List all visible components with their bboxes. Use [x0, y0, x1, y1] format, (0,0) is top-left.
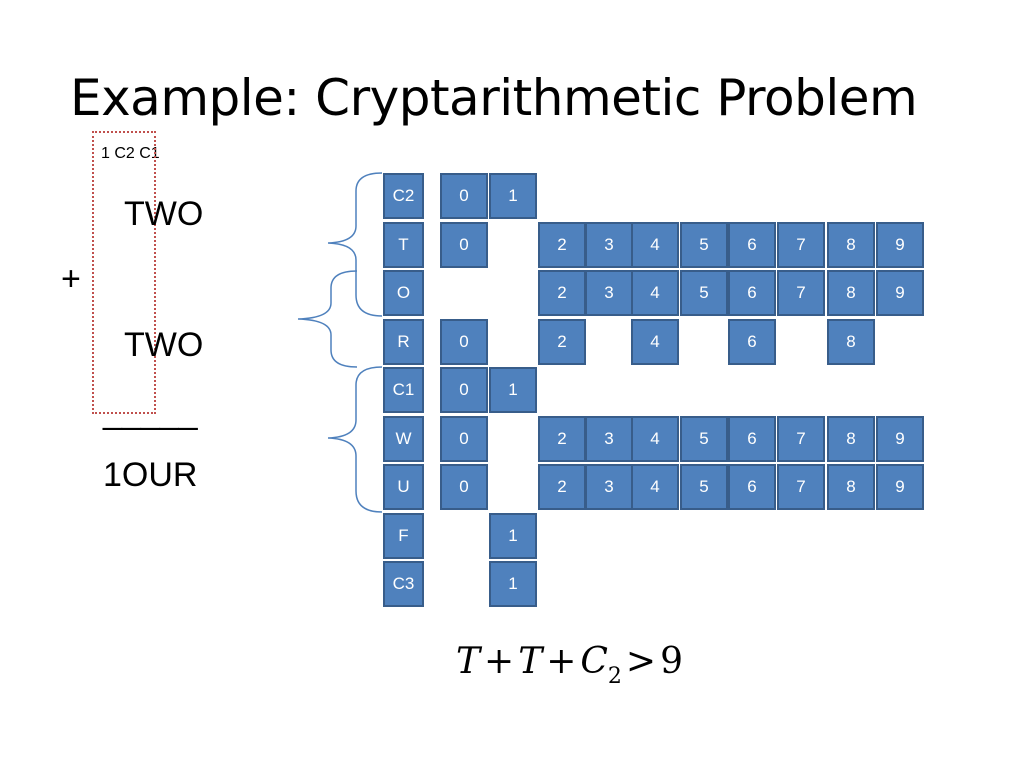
domain-cell-w-8: 8: [827, 416, 875, 462]
domain-cell-o-7: 7: [777, 270, 825, 316]
eq-plus-2: +: [546, 641, 577, 682]
domain-cell-w-3: 3: [585, 416, 633, 462]
domain-cell-o-2: 2: [538, 270, 586, 316]
domain-cell-w-9: 9: [876, 416, 924, 462]
eq-term-t2: T: [518, 641, 543, 682]
variable-cell-w: W: [383, 416, 424, 462]
domain-cell-w-4: 4: [631, 416, 679, 462]
highlight-box: [92, 131, 156, 414]
domain-cell-u-7: 7: [777, 464, 825, 510]
eq-term-t1: T: [456, 641, 481, 682]
domain-cell-u-9: 9: [876, 464, 924, 510]
domain-cell-u-5: 5: [680, 464, 728, 510]
variable-cell-c1: C1: [383, 367, 424, 413]
eq-greater-than: >: [625, 641, 657, 682]
brace-c1-u: [327, 366, 383, 513]
domain-cell-u-2: 2: [538, 464, 586, 510]
variable-cell-r: R: [383, 319, 424, 365]
slide-title: Example: Cryptarithmetic Problem: [70, 69, 918, 127]
domain-cell-c1-1: 1: [489, 367, 537, 413]
domain-cell-o-3: 3: [585, 270, 633, 316]
domain-cell-t-6: 6: [728, 222, 776, 268]
domain-cell-o-8: 8: [827, 270, 875, 316]
variable-cell-u: U: [383, 464, 424, 510]
variable-cell-t: T: [383, 222, 424, 268]
domain-cell-o-6: 6: [728, 270, 776, 316]
domain-cell-f-1: 1: [489, 513, 537, 559]
domain-cell-t-2: 2: [538, 222, 586, 268]
domain-cell-r-0: 0: [440, 319, 488, 365]
domain-cell-c3-1: 1: [489, 561, 537, 607]
domain-cell-w-2: 2: [538, 416, 586, 462]
domain-cell-r-4: 4: [631, 319, 679, 365]
eq-subscript: 2: [607, 664, 622, 689]
eq-nine: 9: [660, 641, 683, 682]
domain-cell-w-5: 5: [680, 416, 728, 462]
domain-cell-t-9: 9: [876, 222, 924, 268]
domain-cell-t-8: 8: [827, 222, 875, 268]
domain-cell-u-8: 8: [827, 464, 875, 510]
carry-row: 1 C2 C1: [101, 145, 160, 162]
brace-c2-t: [327, 172, 383, 317]
eq-plus-1: +: [484, 641, 515, 682]
domain-cell-t-0: 0: [440, 222, 488, 268]
sum-rule: _____: [103, 393, 198, 431]
domain-cell-o-9: 9: [876, 270, 924, 316]
domain-cell-o-5: 5: [680, 270, 728, 316]
brace-t-o-r: [297, 270, 358, 368]
domain-cell-r-2: 2: [538, 319, 586, 365]
domain-cell-t-4: 4: [631, 222, 679, 268]
variable-cell-o: O: [383, 270, 424, 316]
domain-cell-w-7: 7: [777, 416, 825, 462]
variable-cell-c3: C3: [383, 561, 424, 607]
domain-cell-t-3: 3: [585, 222, 633, 268]
domain-cell-t-5: 5: [680, 222, 728, 268]
domain-cell-o-4: 4: [631, 270, 679, 316]
domain-cell-r-6: 6: [728, 319, 776, 365]
variable-cell-c2: C2: [383, 173, 424, 219]
eq-term-c: C: [580, 641, 608, 682]
domain-cell-c2-1: 1: [489, 173, 537, 219]
domain-cell-c2-0: 0: [440, 173, 488, 219]
addend-2: TWO: [124, 326, 204, 364]
plus-sign: +: [61, 260, 81, 298]
addend-1: TWO: [124, 195, 204, 233]
domain-cell-u-0: 0: [440, 464, 488, 510]
domain-cell-w-6: 6: [728, 416, 776, 462]
domain-cell-u-6: 6: [728, 464, 776, 510]
constraint-equation: T+T+C2>9: [456, 640, 683, 689]
domain-cell-w-0: 0: [440, 416, 488, 462]
domain-cell-u-3: 3: [585, 464, 633, 510]
variable-cell-f: F: [383, 513, 424, 559]
domain-cell-u-4: 4: [631, 464, 679, 510]
domain-cell-t-7: 7: [777, 222, 825, 268]
domain-cell-r-8: 8: [827, 319, 875, 365]
sum-result: 1OUR: [103, 456, 198, 494]
domain-cell-c1-0: 0: [440, 367, 488, 413]
